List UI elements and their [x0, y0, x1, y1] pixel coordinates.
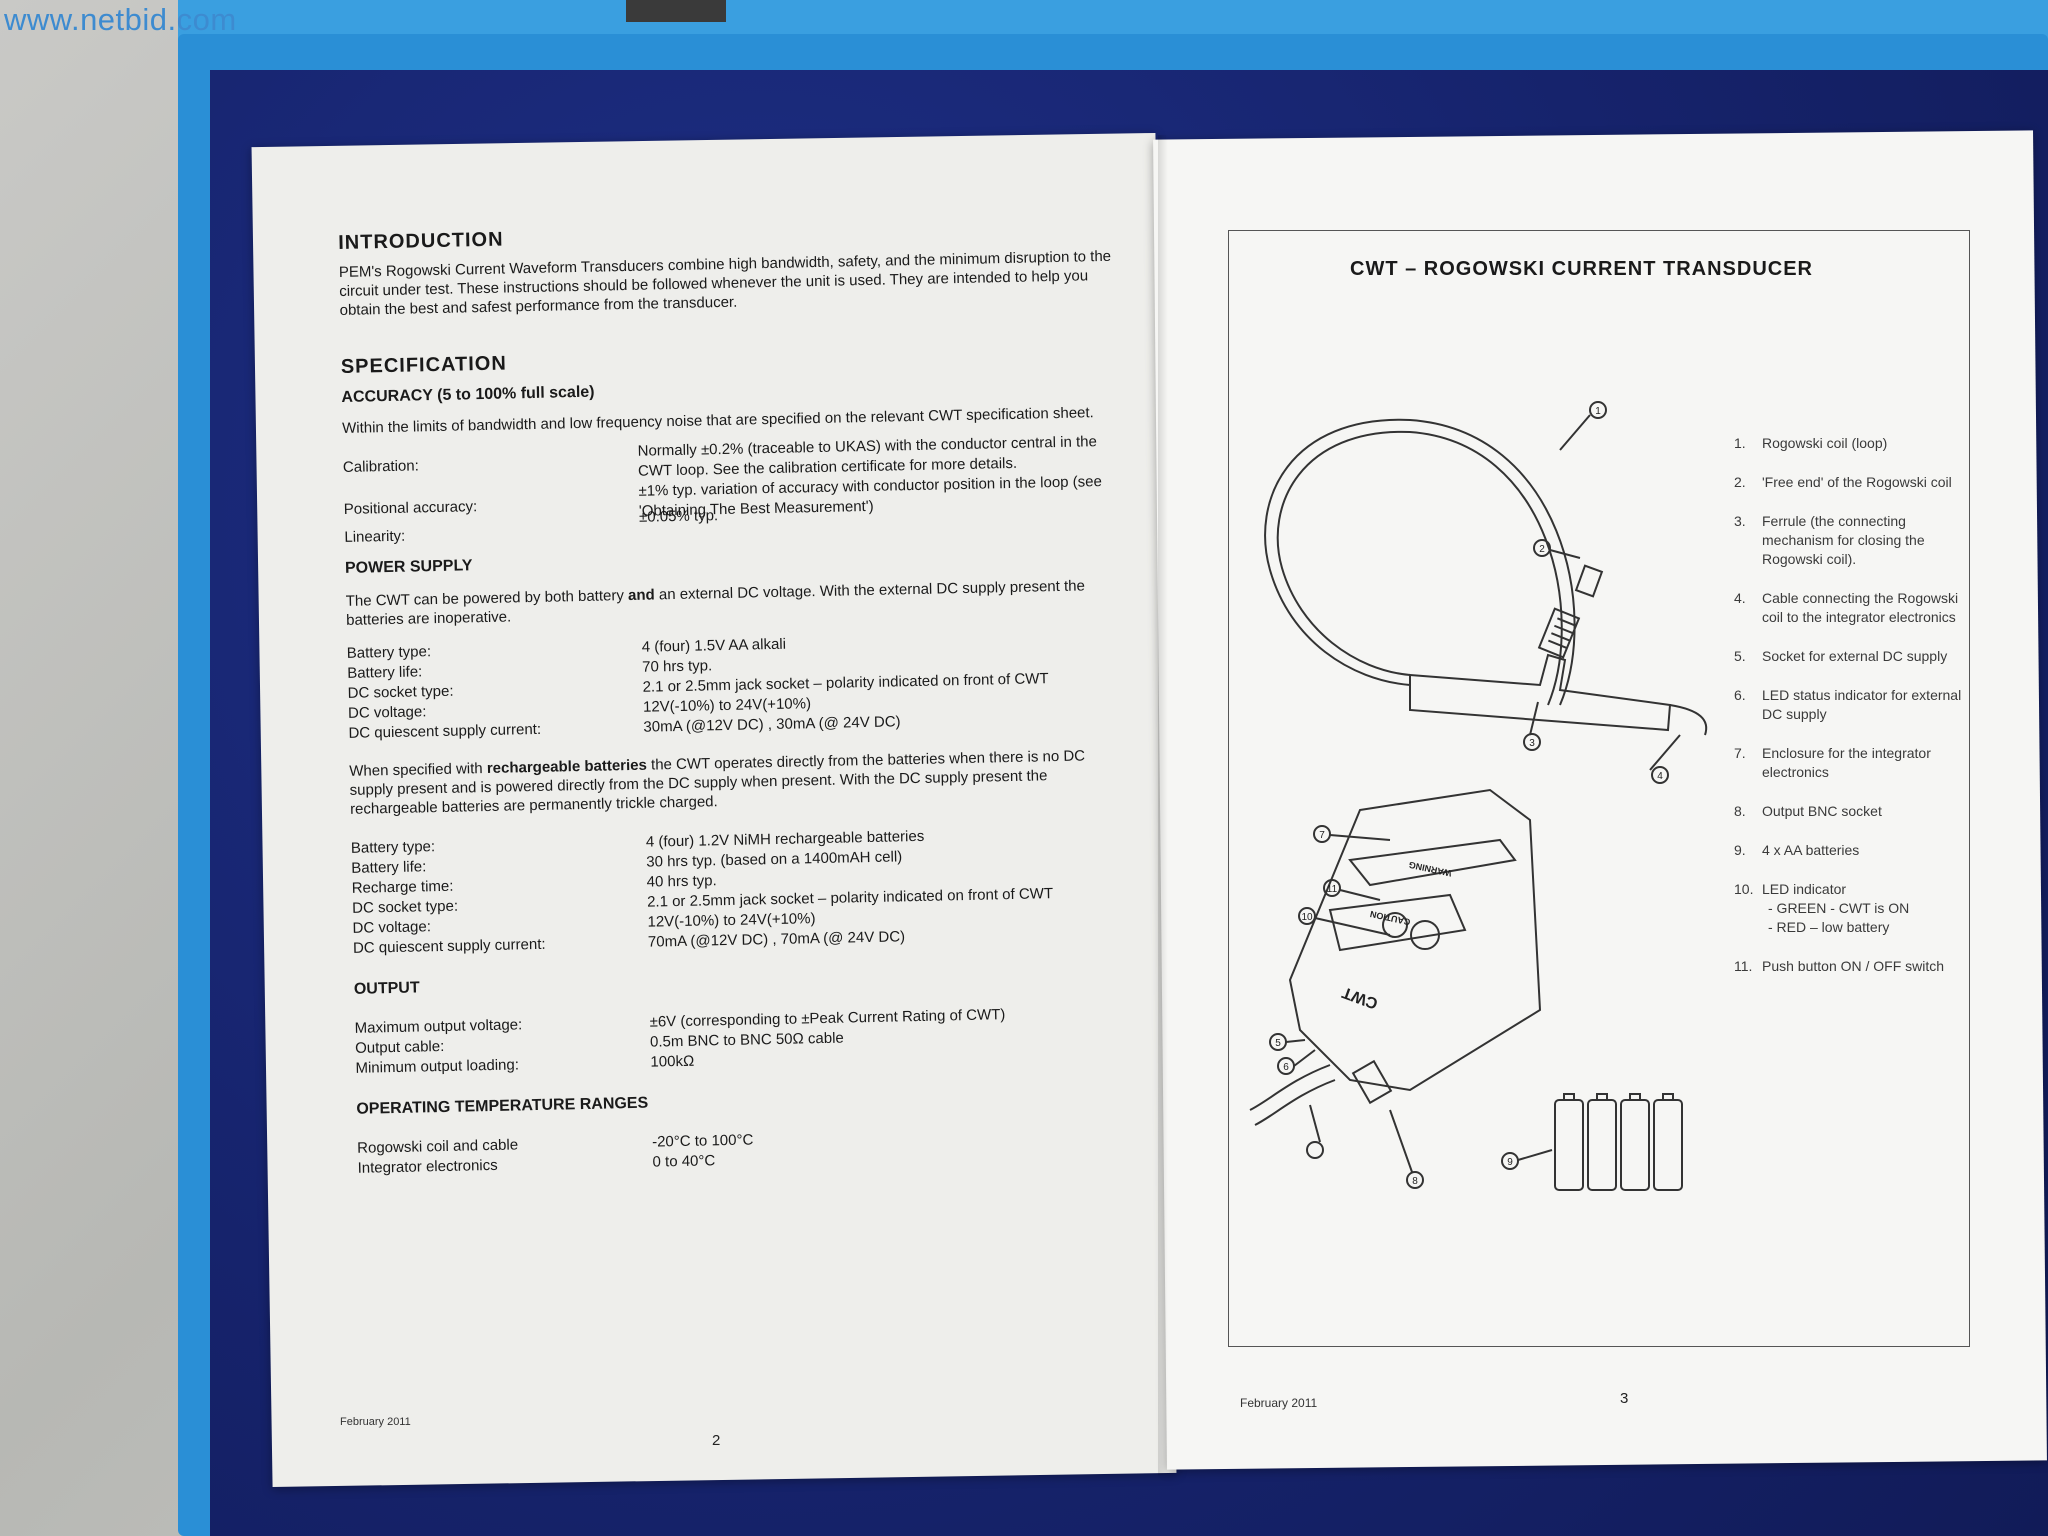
callout-4: 4 — [1657, 771, 1663, 782]
legend-item: 3.Ferrule (the connecting mechanism for … — [1734, 513, 1925, 567]
left-footer-date: February 2011 — [340, 1416, 411, 1428]
callout-10: 10 — [1301, 912, 1313, 923]
legend-item: 2.'Free end' of the Rogowski coil — [1734, 474, 1952, 490]
callout-9: 9 — [1507, 1157, 1513, 1168]
right-footer-date: February 2011 — [1240, 1396, 1318, 1410]
callout-5: 5 — [1275, 1038, 1281, 1049]
legend-item: 8.Output BNC socket — [1734, 803, 1882, 819]
rogowski-coil — [1264, 418, 1576, 706]
legend-item: 10.LED indicator- GREEN - CWT is ON- RED… — [1734, 881, 1910, 935]
legend-item: 1.Rogowski coil (loop) — [1734, 435, 1888, 451]
left-page-content: INTRODUCTION PEM's Rogowski Current Wave… — [338, 216, 1138, 1179]
temperature-heading: OPERATING TEMPERATURE RANGES — [356, 1094, 649, 1118]
ferrule — [1537, 607, 1581, 659]
intro-text: PEM's Rogowski Current Waveform Transduc… — [338, 247, 1112, 319]
rogowski-coil-inner — [1276, 430, 1563, 706]
integrator-enclosure — [1288, 788, 1542, 1092]
callout-7: 7 — [1319, 830, 1325, 841]
accuracy-text: Within the limits of bandwidth and low f… — [341, 404, 1094, 437]
caution-label: CAUTION — [1369, 909, 1411, 927]
output-table: Maximum output voltage:±6V (correspondin… — [354, 1002, 1135, 1078]
figure-title: CWT – ROGOWSKI CURRENT TRANSDUCER — [1350, 258, 1813, 280]
callout-2: 2 — [1539, 544, 1545, 555]
figure-frame — [1228, 230, 1970, 1347]
left-page-number: 2 — [712, 1432, 721, 1449]
power-heading: POWER SUPPLY — [344, 557, 473, 577]
callout-8: 8 — [1412, 1176, 1418, 1187]
push-button — [1410, 920, 1440, 950]
legend-item: 11.Push button ON / OFF switch — [1734, 958, 1945, 974]
free-end — [1574, 564, 1604, 598]
spec-label: Positional accuracy: — [343, 498, 478, 518]
watermark: www.netbid.com — [4, 2, 237, 37]
cable-junction — [1409, 653, 1672, 732]
output-bnc — [1351, 1059, 1393, 1105]
legend-item: 5.Socket for external DC supply — [1734, 648, 1948, 664]
recharge-table: Battery type:4 (four) 1.2V NiMH recharge… — [351, 823, 1133, 959]
spec-label: Calibration: — [342, 457, 419, 476]
cable — [1669, 704, 1708, 736]
figure-legend: 1.Rogowski coil (loop) 2.'Free end' of t… — [1734, 434, 1966, 996]
device-label: CWT — [1340, 983, 1380, 1012]
output-heading: OUTPUT — [353, 979, 420, 998]
legend-item: 9.4 x AA batteries — [1734, 842, 1860, 858]
accuracy-heading: ACCURACY (5 to 100% full scale) — [341, 383, 595, 406]
spec-heading: SPECIFICATION — [340, 352, 507, 378]
recharge-text: When specified with rechargeable batteri… — [349, 747, 1086, 818]
legend-item: 4.Cable connecting the Rogowski coil to … — [1734, 590, 1959, 625]
callout-3: 3 — [1529, 738, 1535, 749]
legend-item: 7.Enclosure for the integrator electroni… — [1734, 745, 1931, 780]
callout-6: 6 — [1283, 1062, 1289, 1073]
legend-item: 6.LED status indicator for external DC s… — [1734, 687, 1962, 722]
case-lid — [178, 0, 2048, 40]
cwt-drawing: 1 2 3 4 5 6 7 8 9 10 11 CWT WARNING CAUT… — [1249, 401, 1708, 1191]
callout-11: 11 — [1327, 884, 1338, 895]
book-gutter — [1158, 135, 1168, 1475]
batteries — [1554, 1093, 1683, 1191]
accuracy-table: Calibration: Normally ±0.2% (traceable t… — [343, 432, 1125, 548]
callout-1: 1 — [1595, 406, 1601, 417]
background-object — [626, 0, 726, 22]
power-table: Battery type:4 (four) 1.5V AA alkali Bat… — [347, 628, 1129, 744]
power-text: The CWT can be powered by both battery a… — [345, 577, 1086, 629]
right-page-number: 3 — [1620, 1390, 1629, 1407]
